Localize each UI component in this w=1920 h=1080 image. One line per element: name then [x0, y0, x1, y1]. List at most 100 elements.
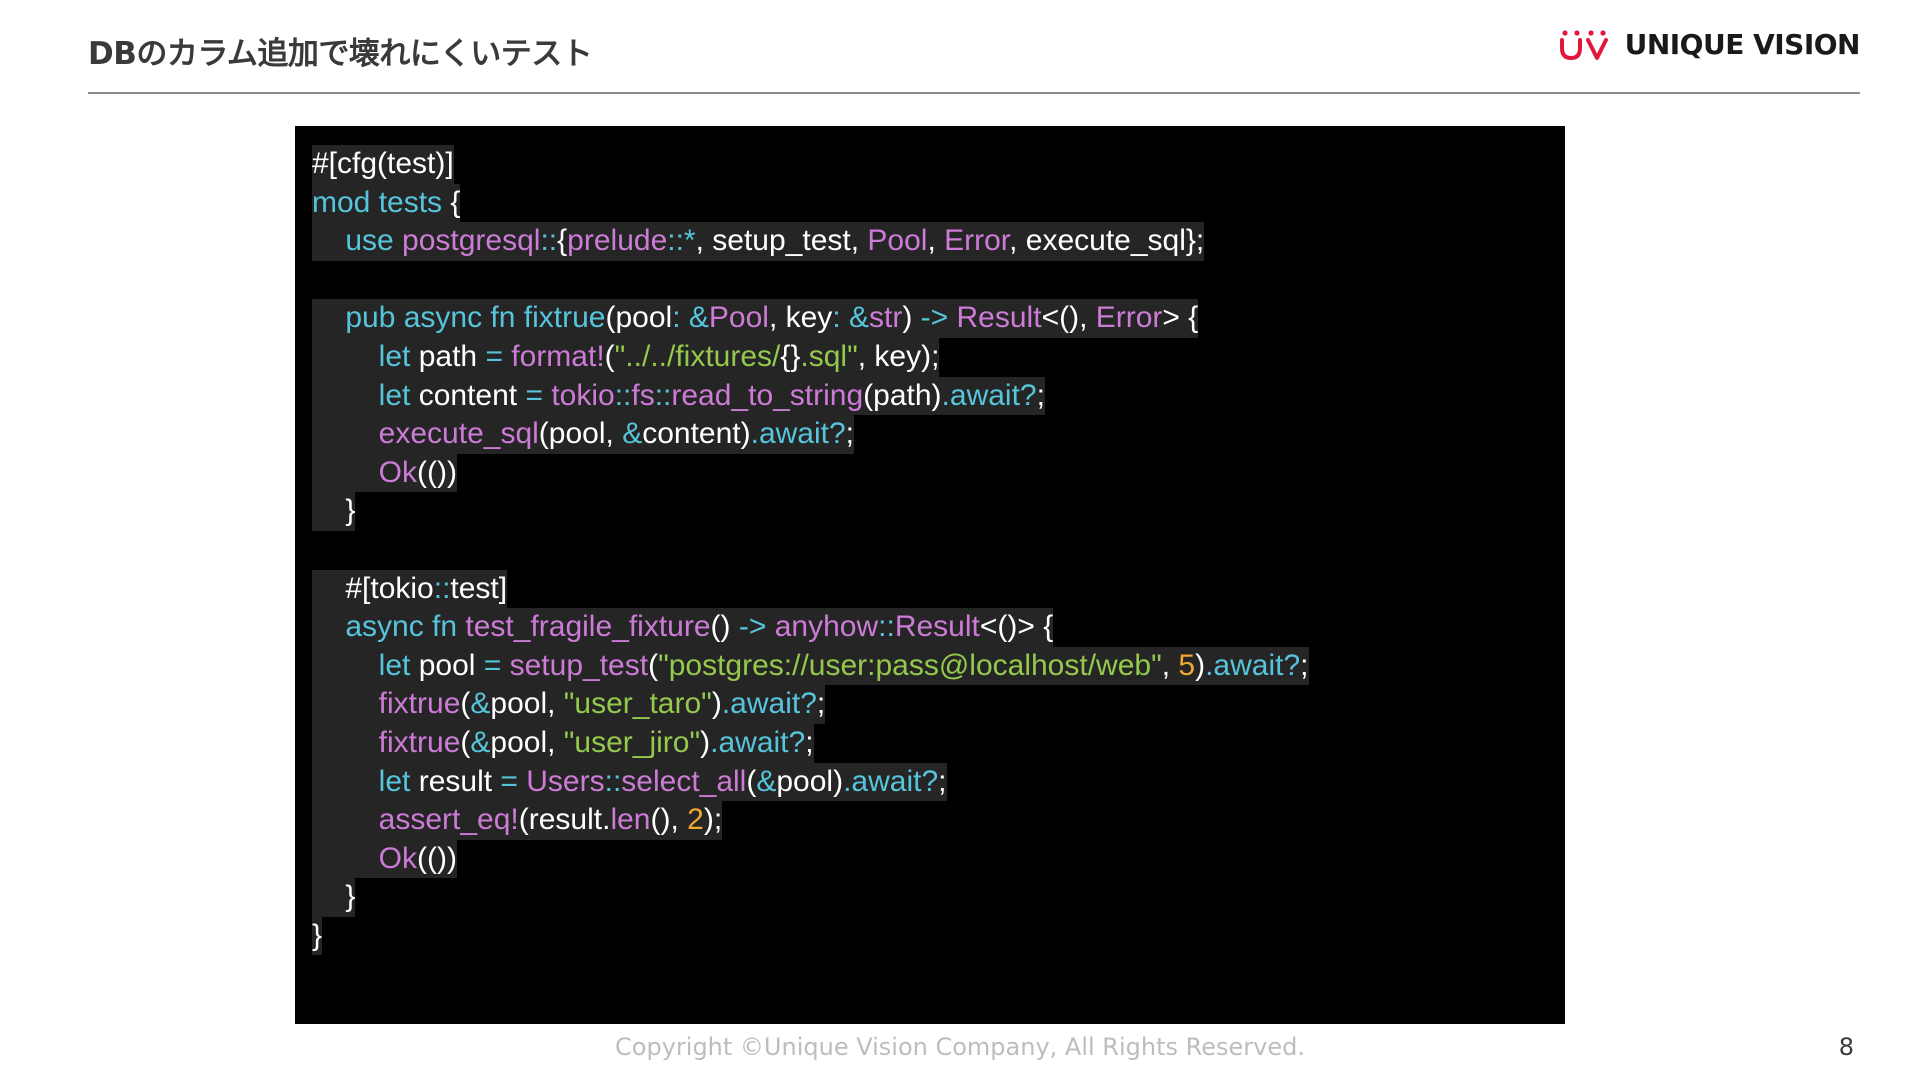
- code-token: postgresql: [402, 224, 541, 258]
- code-token: #[tokio: [312, 571, 434, 605]
- code-token: }: [312, 494, 356, 528]
- code-token: ;: [816, 687, 826, 721]
- code-token: =: [525, 378, 552, 412]
- code-token: (): [710, 610, 739, 644]
- code-token: let: [312, 378, 419, 412]
- code-token: ,: [1161, 648, 1179, 682]
- code-token: .await?: [750, 417, 846, 451]
- code-token: {}: [780, 339, 801, 373]
- code-token: Result: [894, 610, 980, 644]
- code-token: setup_test: [509, 648, 649, 682]
- code-token: let: [312, 339, 419, 373]
- code-token: anyhow: [774, 610, 879, 644]
- code-token: > {: [1162, 301, 1199, 335]
- code-line: }: [312, 878, 1309, 917]
- code-line: [312, 261, 1309, 300]
- code-line: assert_eq!(result.len(), 2);: [312, 801, 1309, 840]
- code-token: =: [483, 648, 510, 682]
- code-token: ::: [654, 378, 672, 412]
- code-token: (path): [863, 378, 942, 412]
- code-token: 5: [1178, 648, 1196, 682]
- code-token: ): [711, 687, 722, 721]
- code-token: fixtrue: [312, 725, 461, 759]
- page-number: 8: [1838, 1033, 1854, 1061]
- code-token: , setup_test,: [695, 224, 868, 258]
- code-token: ;: [805, 725, 814, 759]
- code-token: test_fragile_fixture: [465, 610, 711, 644]
- code-token: (: [604, 339, 615, 373]
- code-token: , key);: [857, 339, 940, 373]
- code-token: (pool: [605, 301, 673, 335]
- code-token: Users: [526, 764, 605, 798]
- code-token: ::: [614, 378, 632, 412]
- code-token: }: [312, 918, 323, 952]
- company-logo: UNIQUE VISION: [1557, 26, 1861, 62]
- code-token: pool,: [490, 687, 564, 721]
- code-line: }: [312, 492, 1309, 531]
- code-token: (: [648, 648, 659, 682]
- code-line: [312, 531, 1309, 570]
- code-line: let pool = setup_test("postgres://user:p…: [312, 646, 1309, 686]
- code-token: fixtrue: [312, 687, 461, 721]
- code-token: (result.: [518, 803, 611, 837]
- code-line: pub async fn fixtrue(pool: &Pool, key: &…: [312, 299, 1309, 338]
- code-token: ->: [920, 301, 957, 335]
- code-token: {: [442, 185, 461, 219]
- unique-vision-logo-icon: [1559, 30, 1608, 61]
- code-token: test]: [450, 571, 508, 605]
- code-token: ): [700, 725, 711, 759]
- code-token: : &: [832, 301, 869, 335]
- header-divider: [88, 92, 1860, 94]
- code-token: "user_jiro": [563, 725, 701, 759]
- code-token: Error: [1095, 301, 1163, 335]
- code-line: fixtrue(&pool, "user_taro").await?;: [312, 685, 1309, 724]
- code-token: mod: [312, 185, 379, 219]
- code-token: content: [418, 378, 526, 412]
- code-token: .await?: [1205, 648, 1301, 682]
- code-token: (: [746, 764, 757, 798]
- code-token: ::: [878, 610, 895, 644]
- code-line: use postgresql::{prelude::*, setup_test,…: [312, 222, 1309, 261]
- code-line: async fn test_fragile_fixture() -> anyho…: [312, 608, 1309, 647]
- code-token: (()): [417, 455, 457, 489]
- code-line: Ok(()): [312, 453, 1309, 493]
- code-token: =: [485, 339, 512, 373]
- slide-title: DBのカラム追加で壊れにくいテスト: [88, 36, 593, 72]
- code-token: pool: [418, 648, 484, 682]
- code-token: path: [418, 339, 486, 373]
- code-token: fs: [631, 378, 655, 412]
- code-token: result: [418, 764, 501, 798]
- code-token: ::: [540, 224, 558, 258]
- code-token: "../../fixtures/: [614, 339, 781, 373]
- code-token: execute_sql: [312, 417, 539, 451]
- code-token: format!: [511, 339, 605, 373]
- code-token: .await?: [941, 378, 1037, 412]
- code-token: "user_taro": [563, 687, 712, 721]
- code-token: ;: [938, 764, 947, 798]
- code-token: .await?: [710, 725, 806, 759]
- code-token: : &: [672, 301, 709, 335]
- code-token: len: [610, 803, 651, 837]
- code-token: .await?: [843, 764, 939, 798]
- code-line: let result = Users::select_all(&pool).aw…: [312, 762, 1309, 802]
- code-token: ::*: [667, 224, 696, 258]
- copyright-footer: Copyright ©Unique Vision Company, All Ri…: [615, 1033, 1305, 1061]
- code-token: &: [470, 687, 491, 721]
- code-token: ->: [738, 610, 775, 644]
- code-token: &: [756, 764, 777, 798]
- code-token: );: [703, 803, 723, 837]
- code-token: pool,: [490, 725, 564, 759]
- code-token: , key: [768, 301, 833, 335]
- code-lines: #[cfg(test)]mod tests { use postgresql::…: [312, 145, 1309, 956]
- code-token: pool): [776, 764, 844, 798]
- code-token: (: [460, 687, 471, 721]
- code-token: }: [312, 880, 356, 914]
- code-token: Ok: [312, 455, 418, 489]
- code-token: async fn: [312, 610, 466, 644]
- code-token: select_all: [621, 764, 747, 798]
- code-token: tokio: [551, 378, 615, 412]
- code-token: ;: [1036, 378, 1045, 412]
- code-token: (pool,: [538, 417, 623, 451]
- code-line: #[cfg(test)]: [312, 145, 1309, 184]
- code-token: ::: [604, 764, 622, 798]
